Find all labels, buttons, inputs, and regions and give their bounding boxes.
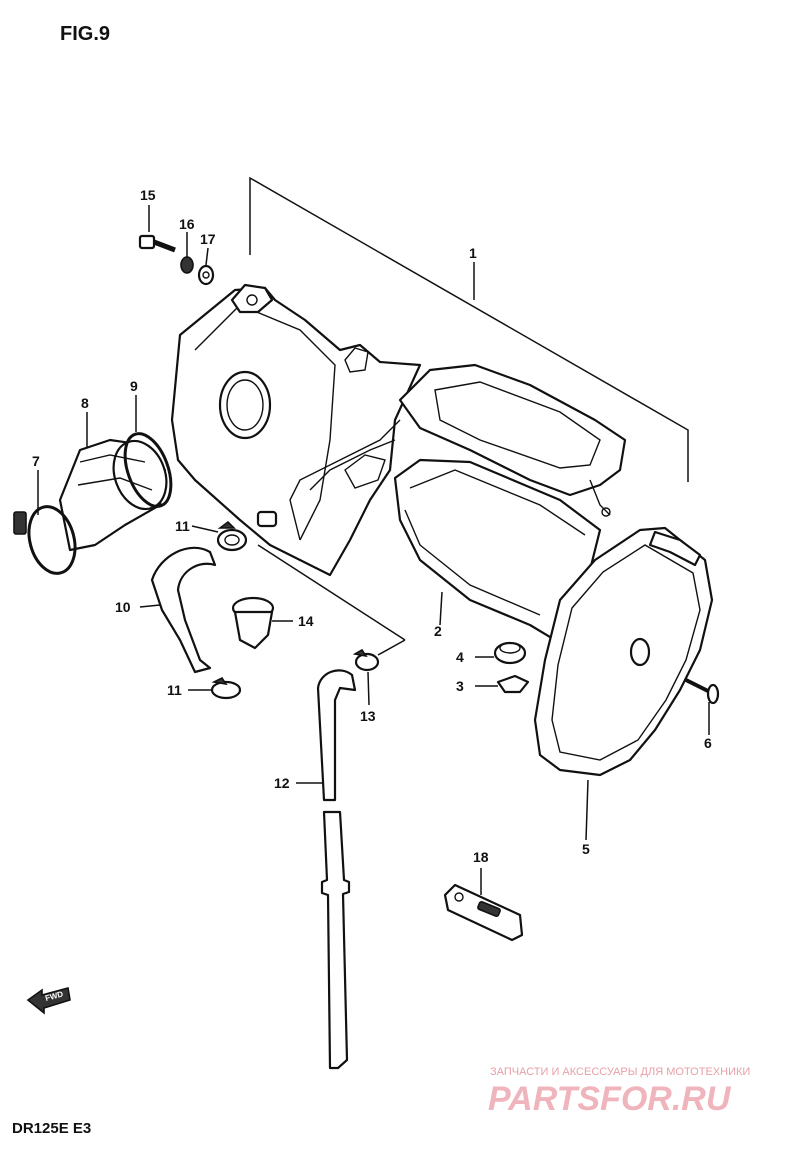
washer-part-16 — [180, 256, 194, 274]
callout-3: 3 — [456, 678, 464, 694]
callout-13: 13 — [360, 708, 376, 724]
callout-labels: 1 2 3 4 5 6 7 8 9 10 11 11 12 13 14 15 1… — [32, 187, 712, 865]
callout-10: 10 — [115, 599, 131, 615]
hose-part-10 — [150, 546, 217, 674]
clip-part-11-lower — [210, 676, 242, 700]
callout-18: 18 — [473, 849, 489, 865]
assembly-bracket — [249, 176, 689, 482]
clip-part-3 — [496, 674, 530, 694]
grommet-part-4 — [493, 641, 527, 665]
callout-2: 2 — [434, 623, 442, 639]
drain-cap-part-14 — [231, 596, 275, 650]
callout-11-lower: 11 — [167, 682, 182, 698]
intake-pipe-part-8 — [58, 438, 168, 552]
callout-1: 1 — [469, 245, 477, 261]
bolt-part-15 — [138, 234, 176, 253]
clamp-part-9 — [123, 432, 173, 508]
air-cleaner-cover — [533, 526, 714, 777]
washer-part-17 — [197, 264, 215, 286]
plate-part-18 — [443, 883, 524, 942]
fwd-arrow-icon: FWD — [26, 986, 71, 1015]
callout-11-upper: 11 — [175, 518, 190, 534]
clamp-part-7 — [13, 505, 77, 575]
callout-5: 5 — [582, 841, 590, 857]
assembly-boundary-lines — [257, 544, 406, 656]
callout-9: 9 — [130, 378, 138, 394]
callout-4: 4 — [456, 649, 464, 665]
callout-12: 12 — [274, 775, 290, 791]
watermark: ЗАПЧАСТИ И АКСЕССУАРЫ ДЛЯ МОТОТЕХНИКИ PA… — [488, 1066, 750, 1118]
watermark-brand: PARTSFOR.RU — [488, 1080, 732, 1118]
model-code: DR125E E3 — [12, 1120, 91, 1137]
leader-lines — [37, 205, 710, 895]
clamp-part-13 — [352, 648, 380, 672]
air-cleaner-case — [170, 283, 422, 577]
callout-15: 15 — [140, 187, 156, 203]
callout-6: 6 — [704, 735, 712, 751]
drain-hose-part-12 — [316, 669, 357, 1070]
clip-part-11-upper — [216, 520, 248, 552]
callout-7: 7 — [32, 453, 40, 469]
callout-14: 14 — [298, 613, 314, 629]
watermark-tagline: ЗАПЧАСТИ И АКСЕССУАРЫ ДЛЯ МОТОТЕХНИКИ — [490, 1066, 750, 1078]
callout-17: 17 — [200, 231, 216, 247]
screw-part-6 — [685, 678, 720, 705]
callout-8: 8 — [81, 395, 89, 411]
figure-label: FIG.9 — [60, 23, 110, 45]
callout-16: 16 — [179, 216, 195, 232]
